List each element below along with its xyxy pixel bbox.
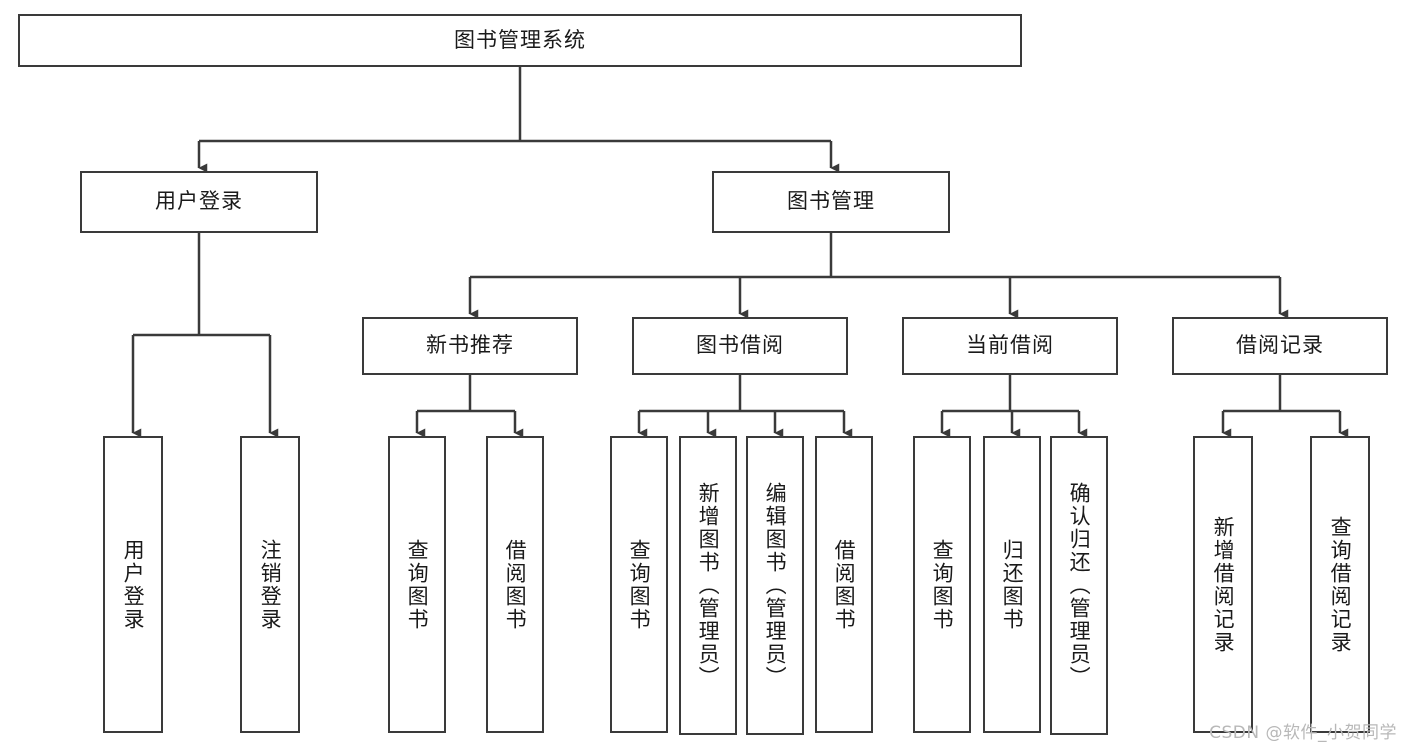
node-label: 借阅图书 bbox=[503, 538, 528, 631]
node-leaf-8-查询图书[interactable]: 查询图书 bbox=[913, 436, 971, 733]
node-leaf-1-注销登录[interactable]: 注销登录 bbox=[240, 436, 300, 733]
csdn-watermark: CSDN @软件_小贺同学 bbox=[1209, 723, 1397, 743]
node-label: 查询借阅记录 bbox=[1328, 515, 1353, 654]
node-leaf-3-借阅图书[interactable]: 借阅图书 bbox=[486, 436, 544, 733]
node-root-图书管理系统[interactable]: 图书管理系统 bbox=[18, 14, 1022, 67]
node-label: 查询图书 bbox=[930, 538, 955, 631]
node-label: 借阅记录 bbox=[1236, 333, 1324, 358]
node-leaf-7-借阅图书[interactable]: 借阅图书 bbox=[815, 436, 873, 733]
node-level1-图书管理[interactable]: 图书管理 bbox=[712, 171, 950, 233]
node-level1-用户登录[interactable]: 用户登录 bbox=[80, 171, 318, 233]
node-leaf-5-新增图书（管理员）[interactable]: 新增图书（管理员） bbox=[679, 436, 737, 735]
node-label: 新书推荐 bbox=[426, 333, 514, 358]
node-leaf-2-查询图书[interactable]: 查询图书 bbox=[388, 436, 446, 733]
node-label: 借阅图书 bbox=[832, 538, 857, 631]
node-leaf-10-确认归还（管理员）[interactable]: 确认归还（管理员） bbox=[1050, 436, 1108, 735]
node-label: 用户登录 bbox=[155, 189, 243, 214]
node-label: 编辑图书（管理员） bbox=[763, 482, 788, 689]
node-label: 新增借阅记录 bbox=[1211, 515, 1236, 654]
node-label: 当前借阅 bbox=[966, 333, 1054, 358]
node-leaf-11-新增借阅记录[interactable]: 新增借阅记录 bbox=[1193, 436, 1253, 733]
node-label: 图书借阅 bbox=[696, 333, 784, 358]
node-label: 确认归还（管理员） bbox=[1067, 482, 1092, 689]
node-leaf-9-归还图书[interactable]: 归还图书 bbox=[983, 436, 1041, 733]
node-label: 归还图书 bbox=[1000, 538, 1025, 631]
node-label: 新增图书（管理员） bbox=[696, 482, 721, 689]
node-label: 图书管理系统 bbox=[454, 27, 586, 52]
node-label: 注销登录 bbox=[258, 538, 283, 631]
node-label: 图书管理 bbox=[787, 189, 875, 214]
node-leaf-12-查询借阅记录[interactable]: 查询借阅记录 bbox=[1310, 436, 1370, 733]
node-label: 用户登录 bbox=[121, 538, 146, 631]
node-leaf-6-编辑图书（管理员）[interactable]: 编辑图书（管理员） bbox=[746, 436, 804, 735]
node-leaf-4-查询图书[interactable]: 查询图书 bbox=[610, 436, 668, 733]
node-label: 查询图书 bbox=[405, 538, 430, 631]
node-level2-图书借阅[interactable]: 图书借阅 bbox=[632, 317, 848, 375]
node-level2-借阅记录[interactable]: 借阅记录 bbox=[1172, 317, 1388, 375]
node-level2-当前借阅[interactable]: 当前借阅 bbox=[902, 317, 1118, 375]
node-label: 查询图书 bbox=[627, 538, 652, 631]
node-leaf-0-用户登录[interactable]: 用户登录 bbox=[103, 436, 163, 733]
node-level2-新书推荐[interactable]: 新书推荐 bbox=[362, 317, 578, 375]
